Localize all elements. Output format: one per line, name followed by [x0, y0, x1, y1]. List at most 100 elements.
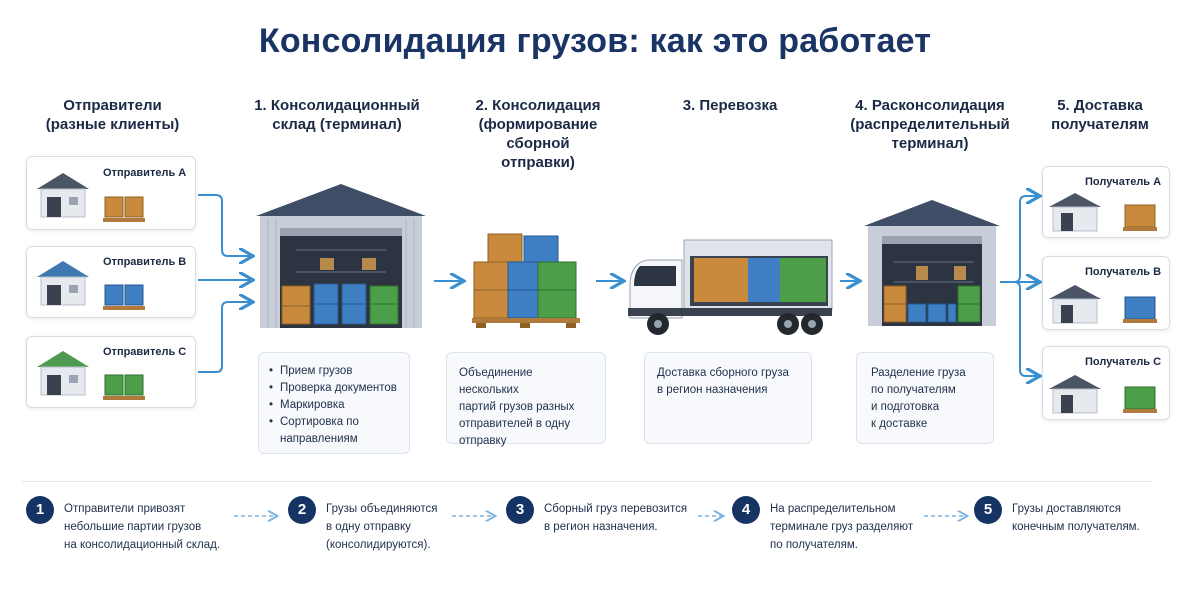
step-text: Грузы доставляются конечным получателям. — [1012, 500, 1140, 536]
step-text: Отправители привозят небольшие партии гр… — [64, 500, 220, 554]
column-header-line: отправки) — [501, 154, 575, 171]
info-line: по получателям — [871, 384, 956, 396]
column-header-line: 2. Консолидация — [475, 97, 601, 114]
info-line: отправку — [459, 435, 507, 447]
arrow-truck-to-deconsolidation — [840, 276, 878, 286]
receiver-label: Получатель A — [1085, 176, 1162, 188]
warehouse-illustration — [256, 184, 426, 328]
info-line: и подготовка — [871, 401, 940, 413]
step-number: 5 — [974, 496, 1002, 524]
info-box-transport: Доставка сборного груза в регион назначе… — [644, 352, 812, 444]
sender-card-c: Отправитель C — [26, 336, 196, 408]
info-box-consolidation: Объединение нескольких партий грузов раз… — [446, 352, 606, 447]
column-header-line: 1. Консолидационный — [254, 97, 420, 114]
consolidated-pallet-illustration — [472, 233, 580, 328]
info-line: Объединение нескольких — [459, 367, 533, 396]
column-header-senders: Отправители (разные клиенты) — [30, 96, 195, 134]
house-icon — [37, 173, 89, 218]
info-line: партий грузов разных — [459, 401, 575, 413]
sender-label: Отправитель A — [103, 167, 187, 179]
step-arrow — [698, 511, 730, 521]
column-header-delivery: 5. Доставка получателям — [1030, 96, 1170, 134]
step-line: На распределительном — [770, 503, 896, 515]
column-header-line: (распределительный — [850, 116, 1010, 133]
column-header-transport: 3. Перевозка — [650, 96, 810, 115]
info-line: отправителей в одну — [459, 418, 571, 430]
arrow-receiver-c — [1000, 281, 1038, 376]
receiver-label: Получатель B — [1085, 266, 1162, 278]
info-line: к доставке — [871, 418, 928, 430]
column-header-line: Отправители — [63, 97, 162, 114]
truck-illustration — [628, 239, 833, 335]
house-icon — [1049, 285, 1101, 324]
arrow-terminal-to-consolidation — [434, 276, 472, 286]
sender-arrows — [198, 194, 276, 373]
step-line: терминале груз разделяют — [770, 521, 913, 533]
sender-label: Отправитель B — [103, 256, 187, 268]
sender-card-a: Отправитель A — [26, 156, 196, 230]
column-header-consolidation: 2. Консолидация (формирование сборной от… — [448, 96, 628, 172]
step-number: 1 — [26, 496, 54, 524]
receiver-card-a: Получатель A — [1042, 166, 1170, 238]
house-icon — [37, 261, 89, 306]
step-arrow — [234, 511, 282, 521]
info-box-deconsolidation: Разделение груза по получателям и подгот… — [856, 352, 994, 444]
arrow-consolidation-to-truck — [596, 276, 634, 286]
info-line: Разделение груза — [871, 367, 966, 379]
step-line: Грузы доставляются — [1012, 503, 1121, 515]
cargo-boxes-icon — [103, 196, 145, 222]
column-header-terminal: 1. Консолидационный склад (терминал) — [252, 96, 422, 134]
info-item: Сортировка по направлениям — [269, 414, 399, 448]
column-header-line: (разные клиенты) — [45, 116, 180, 133]
column-header-line: получателям — [1051, 116, 1149, 133]
distribution-warehouse-illustration — [864, 200, 1000, 326]
column-header-line: (формирование сборной — [478, 116, 598, 152]
step-text: Грузы объединяются в одну отправку (конс… — [326, 500, 437, 554]
arrow-receiver-a — [1000, 196, 1038, 283]
step-line: Отправители привозят — [64, 503, 186, 515]
cargo-box-icon — [1123, 204, 1157, 231]
cargo-boxes-icon — [103, 284, 145, 310]
receiver-card-c: Получатель C — [1042, 346, 1170, 420]
step-text: На распределительном терминале груз разд… — [770, 500, 913, 554]
cargo-boxes-icon — [103, 374, 145, 400]
step-line: на консолидационный склад. — [64, 539, 221, 551]
column-header-line: 5. Доставка — [1057, 97, 1143, 114]
step-line: небольшие партии грузов — [64, 521, 202, 533]
column-header-line: 3. Перевозка — [682, 97, 778, 114]
step-arrow — [452, 511, 500, 521]
step-number: 3 — [506, 496, 534, 524]
cargo-box-icon — [1123, 296, 1157, 323]
info-item: Проверка документов — [269, 380, 399, 397]
column-header-line: склад (терминал) — [272, 116, 402, 133]
sender-card-b: Отправитель B — [26, 246, 196, 318]
step-text: Сборный груз перевозится в регион назнач… — [544, 500, 687, 536]
receiver-arrows — [1000, 190, 1050, 390]
sender-label: Отправитель C — [103, 346, 187, 358]
step-line: конечным получателям. — [1012, 521, 1140, 533]
page-title: Консолидация грузов: как это работает — [258, 22, 932, 60]
arrow-sender-c — [198, 302, 251, 373]
info-line: Доставка сборного груза — [657, 367, 789, 379]
info-line: в регион назначения — [657, 384, 768, 396]
step-line: в регион назначения. — [544, 521, 658, 533]
step-line: Сборный груз перевозится — [544, 503, 688, 515]
step-arrow — [924, 511, 972, 521]
column-header-deconsolidation: 4. Расконсолидация (распределительный те… — [840, 96, 1020, 153]
step-number: 2 — [288, 496, 316, 524]
receiver-label: Получатель C — [1085, 356, 1162, 368]
info-item: Маркировка — [269, 397, 399, 414]
step-line: Грузы объединяются — [326, 503, 438, 515]
info-item: Прием грузов — [269, 363, 399, 380]
step-line: в одну отправку — [326, 521, 411, 533]
column-header-line: терминал) — [891, 135, 969, 152]
receiver-card-b: Получатель B — [1042, 256, 1170, 330]
info-box-terminal: Прием грузов Проверка документов Маркиро… — [258, 352, 410, 454]
column-header-line: 4. Расконсолидация — [855, 97, 1005, 114]
house-icon — [1049, 375, 1101, 414]
arrow-sender-a — [198, 194, 251, 256]
step-line: (консолидируются). — [326, 539, 431, 551]
step-number: 4 — [732, 496, 760, 524]
step-line: по получателям. — [770, 539, 858, 551]
divider — [22, 481, 1152, 482]
